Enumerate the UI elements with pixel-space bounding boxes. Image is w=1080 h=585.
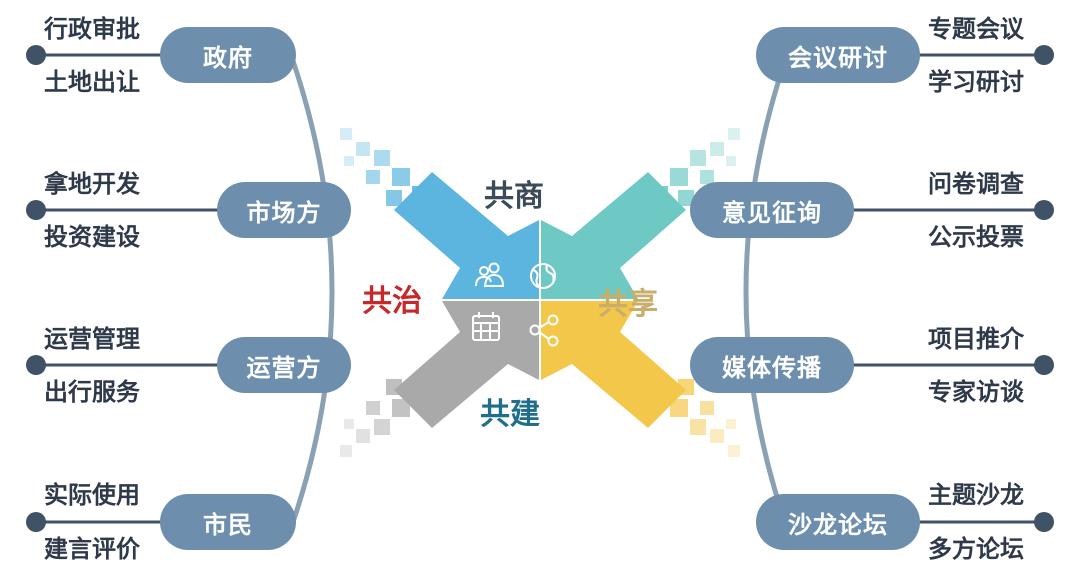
stakeholder-item: 土地出让	[44, 68, 140, 96]
channel-item: 专题会议	[928, 15, 1024, 43]
channel-item: 公示投票	[928, 223, 1024, 251]
channel-item: 问卷调查	[928, 170, 1024, 198]
stakeholder-item: 拿地开发	[44, 170, 140, 198]
stakeholder-node: 市民	[160, 494, 296, 550]
left-arc-line	[292, 58, 332, 525]
channel-item: 多方论坛	[928, 535, 1024, 563]
stakeholder-item: 投资建设	[44, 223, 140, 251]
center-label-left: 共治	[362, 285, 422, 319]
channel-item: 主题沙龙	[928, 481, 1024, 509]
channel-node: 沙龙论坛	[756, 494, 920, 550]
right-dot	[1034, 45, 1054, 65]
stakeholder-item: 行政审批	[44, 15, 140, 43]
stakeholder-node: 市场方	[217, 182, 351, 238]
center-label-right: 共享	[598, 288, 658, 322]
left-dot	[26, 512, 46, 532]
channel-item: 项目推介	[928, 325, 1024, 353]
channel-node: 意见征询	[690, 182, 854, 238]
channel-item: 专家访谈	[928, 378, 1024, 406]
stakeholder-item: 出行服务	[44, 378, 140, 406]
stakeholder-node: 政府	[160, 27, 296, 83]
stakeholder-item: 实际使用	[44, 481, 140, 509]
stakeholder-item: 运营管理	[44, 325, 140, 353]
right-dot	[1034, 200, 1054, 220]
channel-node: 媒体传播	[690, 337, 854, 393]
right-dot	[1034, 355, 1054, 375]
left-dot	[26, 45, 46, 65]
left-dot	[26, 355, 46, 375]
right-arc-line	[746, 58, 786, 525]
stakeholder-node: 运营方	[217, 337, 351, 393]
center-label-top: 共商	[484, 180, 544, 214]
stakeholder-item: 建言评价	[44, 535, 140, 563]
right-dot	[1034, 512, 1054, 532]
channel-node: 会议研讨	[756, 27, 920, 83]
center-label-bottom: 共建	[480, 398, 540, 432]
left-dot	[26, 200, 46, 220]
channel-item: 学习研讨	[928, 68, 1024, 96]
arrow-top-right	[541, 172, 686, 299]
